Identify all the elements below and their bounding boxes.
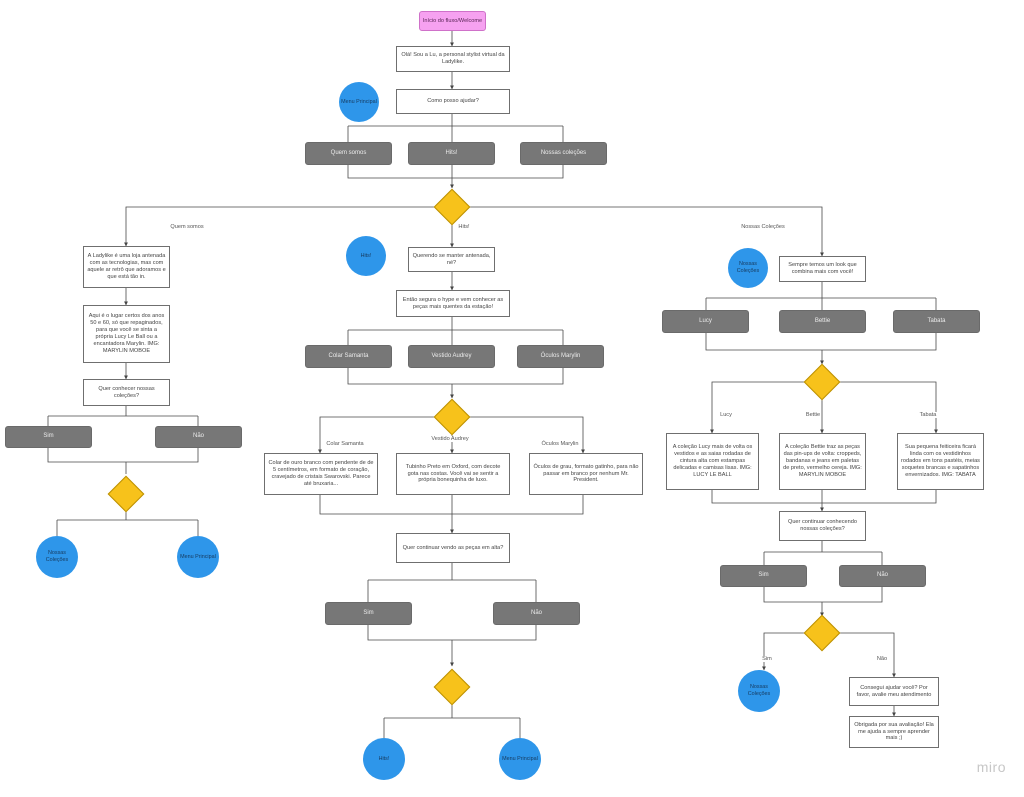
- hits-node[interactable]: Hits!: [346, 236, 386, 276]
- edge-label-lucy: Lucy: [719, 412, 733, 418]
- hits-option-oculos[interactable]: Óculos Marylin: [517, 345, 604, 368]
- colecoes-option-lucy[interactable]: Lucy: [662, 310, 749, 333]
- intro-message[interactable]: Olá! Sou a Lu, a personal stylist virtua…: [396, 46, 510, 72]
- quem-somos-text-2[interactable]: Aqui é o lugar certos dos anos 50 e 60, …: [83, 305, 170, 363]
- edge-label-oculos-marylin: Óculos Marylin: [540, 441, 580, 447]
- colecoes-option-tabata[interactable]: Tabata: [893, 310, 980, 333]
- edge-label-tabata: Tabata: [918, 412, 938, 418]
- main-menu-node[interactable]: Menu Principal: [339, 82, 379, 122]
- quem-somos-end-menu[interactable]: Menu Principal: [177, 536, 219, 578]
- quem-somos-sim-button[interactable]: Sim: [5, 426, 92, 448]
- hits-option-vestido[interactable]: Vestido Audrey: [408, 345, 495, 368]
- colecoes-node[interactable]: Nossas Coleções: [728, 248, 768, 288]
- colecoes-nao-button[interactable]: Não: [839, 565, 926, 587]
- edge-label-hits: Hits!: [457, 224, 471, 230]
- colecoes-desc-bettie[interactable]: A coleção Bettie traz as peças das pin-u…: [779, 433, 866, 490]
- hits-question-2[interactable]: Então segura o hype e vem conhecer as pe…: [396, 290, 510, 317]
- hits-option-colar[interactable]: Colar Samanta: [305, 345, 392, 368]
- thanks-message[interactable]: Obrigada por sua avaliação! Ela me ajuda…: [849, 716, 939, 748]
- miro-watermark: miro: [976, 759, 1006, 775]
- hits-nao-button[interactable]: Não: [493, 602, 580, 625]
- hits-continue-question[interactable]: Quer continuar vendo as peças em alta?: [396, 533, 510, 563]
- start-node[interactable]: Início do fluxo/Welcome: [419, 11, 486, 31]
- edge-label-quem-somos: Quem somos: [169, 224, 205, 230]
- help-question[interactable]: Como posso ajudar?: [396, 89, 510, 114]
- colecoes-desc-tabata[interactable]: Sua pequena feiticeira ficará linda com …: [897, 433, 984, 490]
- feedback-request[interactable]: Consegui ajudar você? Por favor, avalie …: [849, 677, 939, 706]
- option-quem-somos[interactable]: Quem somos: [305, 142, 392, 165]
- colecoes-option-bettie[interactable]: Bettie: [779, 310, 866, 333]
- hits-end-hits[interactable]: Hits!: [363, 738, 405, 780]
- quem-somos-nao-button[interactable]: Não: [155, 426, 242, 448]
- colecoes-desc-lucy[interactable]: A coleção Lucy mais de volta os vestidos…: [666, 433, 759, 490]
- edge-label-nossas-colecoes: Nossas Coleções: [740, 224, 786, 230]
- edge-label-sim: Sim: [761, 656, 773, 662]
- edge-label-bettie: Bettie: [804, 412, 822, 418]
- colecoes-continue-question[interactable]: Quer continuar conhecendo nossas coleçõe…: [779, 511, 866, 541]
- hits-question-1[interactable]: Querendo se manter antenada, né?: [408, 247, 495, 272]
- hits-desc-oculos[interactable]: Óculos de grau, formato gatinho, para nã…: [529, 453, 643, 495]
- quem-somos-end-colecoes[interactable]: Nossas Coleções: [36, 536, 78, 578]
- colecoes-end-colecoes[interactable]: Nossas Coleções: [738, 670, 780, 712]
- hits-sim-button[interactable]: Sim: [325, 602, 412, 625]
- colecoes-question-1[interactable]: Sempre temos um look que combina mais co…: [779, 256, 866, 282]
- hits-end-menu[interactable]: Menu Principal: [499, 738, 541, 780]
- edge-label-colar-samanta: Colar Samanta: [325, 441, 365, 447]
- option-hits[interactable]: Hits!: [408, 142, 495, 165]
- quem-somos-question[interactable]: Quer conhecer nossas coleções?: [83, 379, 170, 406]
- edge-label-vestido-audrey: Vestido Audrey: [430, 436, 470, 442]
- colecoes-sim-button[interactable]: Sim: [720, 565, 807, 587]
- option-nossas-colecoes[interactable]: Nossas coleções: [520, 142, 607, 165]
- quem-somos-text-1[interactable]: A Ladylike é uma loja antenada com as te…: [83, 246, 170, 288]
- hits-desc-colar[interactable]: Colar de ouro branco com pendente de de …: [264, 453, 378, 495]
- edge-label-nao: Não: [875, 656, 889, 662]
- hits-desc-vestido[interactable]: Tubinho Preto em Oxford, com decote gota…: [396, 453, 510, 495]
